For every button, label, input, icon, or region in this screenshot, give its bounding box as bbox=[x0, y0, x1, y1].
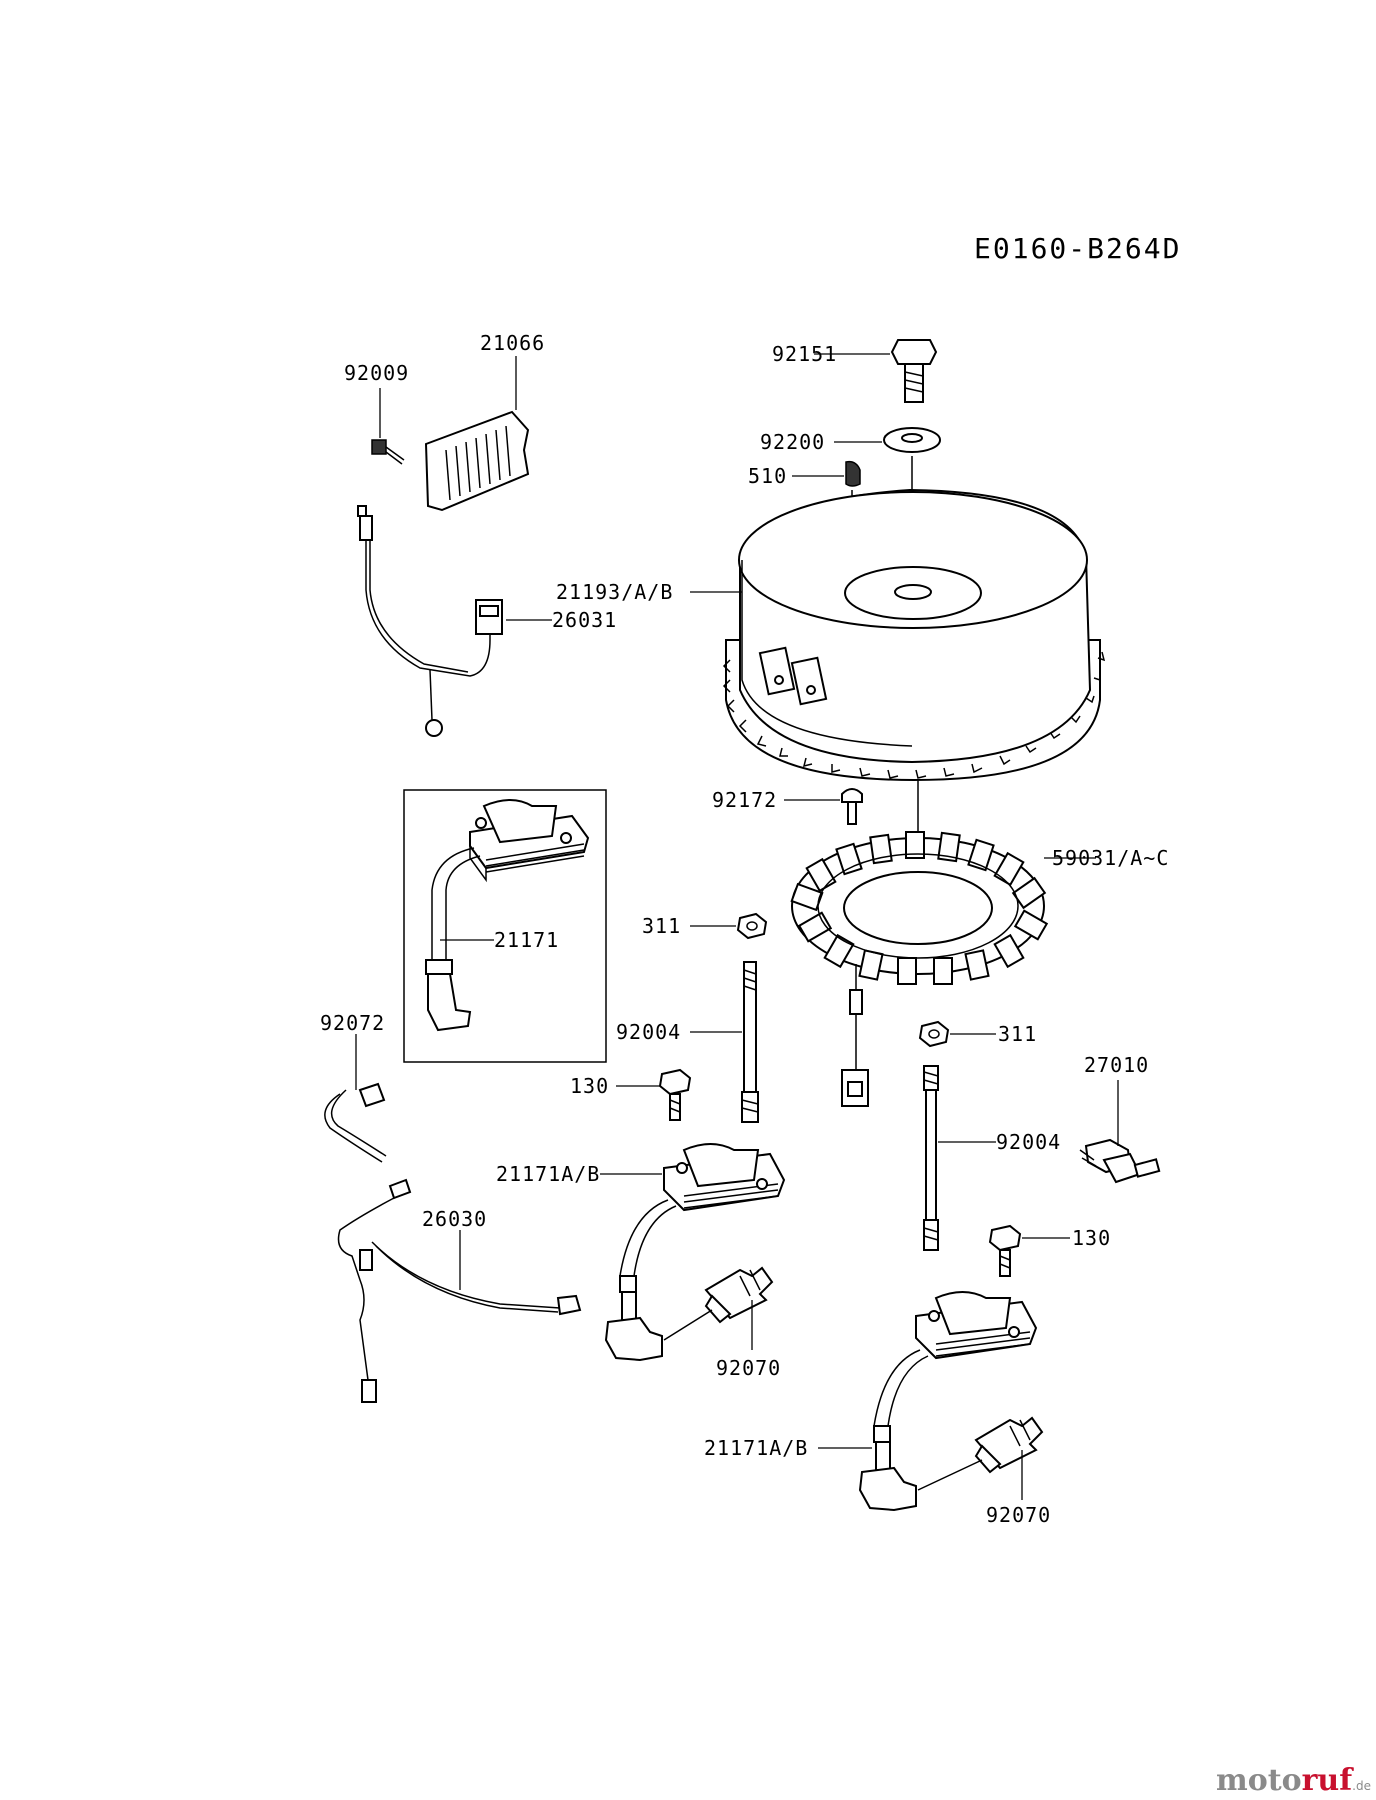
watermark-brand-b: ruf bbox=[1302, 1763, 1355, 1798]
label-92200: 92200 bbox=[760, 430, 825, 454]
coil-21171ab-a bbox=[604, 1143, 786, 1362]
spark-plug-92070-a bbox=[663, 1266, 774, 1341]
watermark-brand-a: moto bbox=[1216, 1763, 1302, 1798]
spark-plug-92070-b bbox=[917, 1416, 1044, 1491]
stud-92004-b bbox=[923, 1065, 939, 1251]
stud-92004-a bbox=[741, 961, 759, 1123]
label-92004-b: 92004 bbox=[996, 1130, 1061, 1154]
watermark-suffix: .de bbox=[1352, 1779, 1371, 1793]
watermark-logo: motoruf.de bbox=[1216, 1763, 1371, 1798]
bolt-130-a bbox=[658, 1068, 692, 1121]
label-92070-b: 92070 bbox=[986, 1503, 1051, 1527]
label-92072: 92072 bbox=[320, 1011, 385, 1035]
wire-26030 bbox=[337, 1178, 582, 1403]
harness-26031 bbox=[357, 505, 503, 737]
label-21193: 21193/A/B bbox=[556, 580, 673, 604]
label-21171ab-a: 21171A/B bbox=[496, 1162, 600, 1186]
nut-311-b bbox=[918, 1020, 950, 1048]
label-92009: 92009 bbox=[344, 361, 409, 385]
coil-21171ab-b bbox=[858, 1291, 1038, 1512]
label-130-a: 130 bbox=[570, 1074, 609, 1098]
coil-21171-box bbox=[403, 789, 607, 1063]
oil-switch-27010 bbox=[1079, 1138, 1161, 1184]
key-510 bbox=[845, 460, 861, 487]
label-92070-a: 92070 bbox=[716, 1356, 781, 1380]
flywheel-21193 bbox=[722, 488, 1106, 782]
bolt-130-b bbox=[988, 1224, 1022, 1277]
stator-59031 bbox=[790, 831, 1049, 1107]
label-311-a: 311 bbox=[642, 914, 681, 938]
label-26030: 26030 bbox=[422, 1207, 487, 1231]
washer-92200 bbox=[883, 427, 941, 453]
regulator-21066 bbox=[424, 410, 530, 512]
svg-text:motoruf.de: motoruf.de bbox=[1216, 1763, 1371, 1798]
label-21171: 21171 bbox=[494, 928, 559, 952]
label-26031: 26031 bbox=[552, 608, 617, 632]
label-27010: 27010 bbox=[1084, 1053, 1149, 1077]
label-21171ab-b: 21171A/B bbox=[704, 1436, 808, 1460]
label-130-b: 130 bbox=[1072, 1226, 1111, 1250]
clamp-92072 bbox=[324, 1082, 387, 1163]
label-311-b: 311 bbox=[998, 1022, 1037, 1046]
label-59031: 59031/A~C bbox=[1052, 846, 1169, 870]
label-92151: 92151 bbox=[772, 342, 837, 366]
nut-311-a bbox=[736, 912, 768, 940]
screw-92172 bbox=[841, 788, 863, 825]
bolt-92151 bbox=[890, 339, 938, 403]
label-510: 510 bbox=[748, 464, 787, 488]
label-21066: 21066 bbox=[480, 331, 545, 355]
coil-21171 bbox=[425, 799, 590, 1032]
label-92172: 92172 bbox=[712, 788, 777, 812]
diagram-code: E0160-B264D bbox=[974, 232, 1181, 265]
label-92004-a: 92004 bbox=[616, 1020, 681, 1044]
screw-92009 bbox=[371, 439, 405, 465]
